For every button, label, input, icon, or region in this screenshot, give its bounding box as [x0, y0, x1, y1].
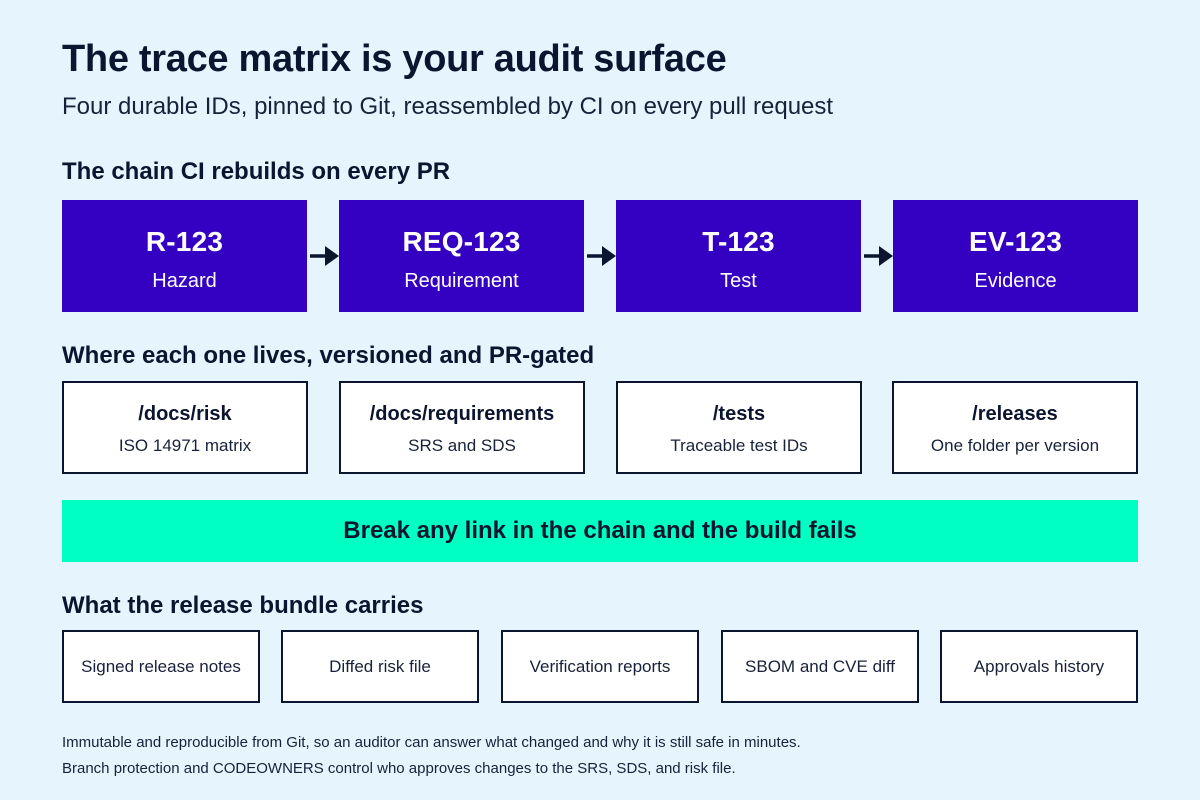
- page-subtitle: Four durable IDs, pinned to Git, reassem…: [62, 93, 834, 120]
- chain-node-hazard: R-123 Hazard: [62, 200, 307, 312]
- location-path: /tests: [712, 403, 766, 425]
- location-risk: /docs/risk ISO 14971 matrix: [62, 381, 308, 474]
- footnote: Immutable and reproducible from Git, so …: [62, 734, 801, 751]
- location-tests: /tests Traceable test IDs: [616, 381, 862, 474]
- chain-heading: The chain CI rebuilds on every PR: [62, 158, 451, 185]
- bundle-item: Signed release notes: [62, 630, 260, 703]
- location-desc: Traceable test IDs: [670, 436, 808, 455]
- location-releases: /releases One folder per version: [892, 381, 1138, 474]
- arrow-right-icon: [587, 246, 616, 266]
- chain-node-label: Hazard: [152, 270, 217, 292]
- locations-row: /docs/risk ISO 14971 matrix /docs/requir…: [62, 381, 1138, 474]
- bundle-item: SBOM and CVE diff: [721, 630, 919, 703]
- bundle-item: Approvals history: [940, 630, 1138, 703]
- chain-node-id: EV-123: [968, 226, 1063, 257]
- chain-node-requirement: REQ-123 Requirement: [339, 200, 584, 312]
- chain-node-evidence: EV-123 Evidence: [893, 200, 1138, 312]
- chain-node-test: T-123 Test: [616, 200, 861, 312]
- location-desc: One folder per version: [930, 436, 1100, 455]
- location-desc: ISO 14971 matrix: [118, 436, 252, 455]
- chain-node-id: T-123: [702, 226, 775, 257]
- build-fails-banner: Break any link in the chain and the buil…: [62, 500, 1138, 562]
- location-path: /releases: [972, 403, 1058, 425]
- location-desc: SRS and SDS: [408, 436, 516, 455]
- location-path: /docs/risk: [138, 403, 232, 425]
- chain-node-id: R-123: [145, 226, 224, 257]
- location-path: /docs/requirements: [369, 403, 555, 425]
- chain-node-label: Evidence: [974, 270, 1057, 292]
- arrow-right-icon: [864, 246, 893, 266]
- chain-node-id: REQ-123: [402, 226, 521, 257]
- diagram-page: The trace matrix is your audit surface F…: [62, 0, 1138, 800]
- trace-chain: R-123 Hazard REQ-123 Requirement T-123 T…: [62, 200, 1138, 312]
- footnote: Branch protection and CODEOWNERS control…: [62, 760, 736, 777]
- location-requirements: /docs/requirements SRS and SDS: [339, 381, 585, 474]
- chain-node-label: Test: [720, 270, 757, 292]
- chain-node-label: Requirement: [404, 270, 519, 292]
- bundle-item: Diffed risk file: [281, 630, 479, 703]
- locations-heading: Where each one lives, versioned and PR-g…: [62, 342, 595, 369]
- arrow-right-icon: [310, 246, 339, 266]
- bundle-heading: What the release bundle carries: [62, 592, 424, 619]
- bundle-item: Verification reports: [501, 630, 699, 703]
- page-title: The trace matrix is your audit surface: [62, 38, 727, 80]
- bundle-row: Signed release notes Diffed risk file Ve…: [62, 630, 1138, 703]
